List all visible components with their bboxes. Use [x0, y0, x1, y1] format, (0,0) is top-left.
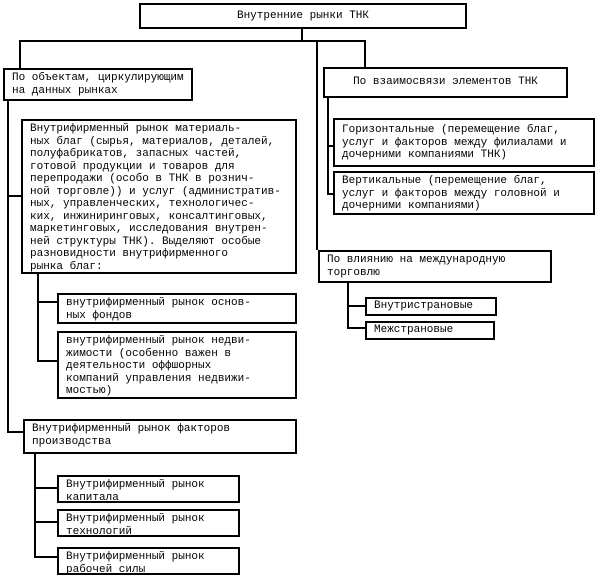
material-goods-box: Внутрифирменный рынок материаль- ных бла… — [21, 119, 297, 274]
connector-vertical-stub — [327, 193, 333, 195]
connector-influence-long-drop — [316, 40, 318, 250]
connector-root-drop — [301, 28, 303, 41]
left-branch-header: По объектам, циркулирующим на данных рын… — [3, 68, 193, 101]
connector-left-header-drop — [19, 40, 21, 68]
connector-labor-stub — [34, 556, 57, 558]
intercountry-box: Межстрановые — [365, 321, 495, 340]
connector-intracountry-stub — [347, 305, 365, 307]
vertical-markets-box: Вертикальные (перемещение благ, услуг и … — [333, 171, 595, 215]
intracountry-box: Внутристрановые — [365, 297, 497, 316]
connector-technology-stub — [34, 521, 57, 523]
production-factors-box: Внутрифирменный рынок факторов производс… — [23, 419, 297, 454]
connector-factors-elbow — [7, 431, 23, 433]
connector-intercountry-stub — [347, 327, 365, 329]
horizontal-markets-box: Горизонтальные (перемещение благ, услуг … — [333, 118, 595, 167]
connector-fixed-assets-stub — [37, 301, 57, 303]
trade-influence-header: По влиянию на международную торговлю — [318, 250, 552, 283]
technology-market-box: Внутрифирменный рынок технологий — [57, 509, 240, 537]
real-estate-box: внутрифирменный рынок недви- жимости (ос… — [57, 331, 297, 399]
labor-market-box: Внутрифирменный рынок рабочей силы — [57, 547, 240, 575]
connector-capital-stub — [34, 487, 57, 489]
fixed-assets-box: внутрифирменный рынок основ- ных фондов — [57, 293, 297, 324]
connector-horizontal-stub — [327, 145, 333, 147]
connector-right-header-drop — [364, 40, 366, 67]
connector-varieties-spine — [37, 273, 39, 362]
connector-main-horizontal — [19, 40, 366, 42]
connector-real-estate-stub — [37, 360, 57, 362]
connector-factor-markets-spine — [34, 453, 36, 558]
connector-left-spine — [7, 100, 9, 433]
relations-header: По взаимосвязи элементов ТНК — [323, 67, 568, 98]
connector-material-goods-stub — [7, 195, 21, 197]
title-box: Внутренние рынки ТНК — [139, 3, 467, 29]
capital-market-box: Внутрифирменный рынок капитала — [57, 475, 240, 503]
